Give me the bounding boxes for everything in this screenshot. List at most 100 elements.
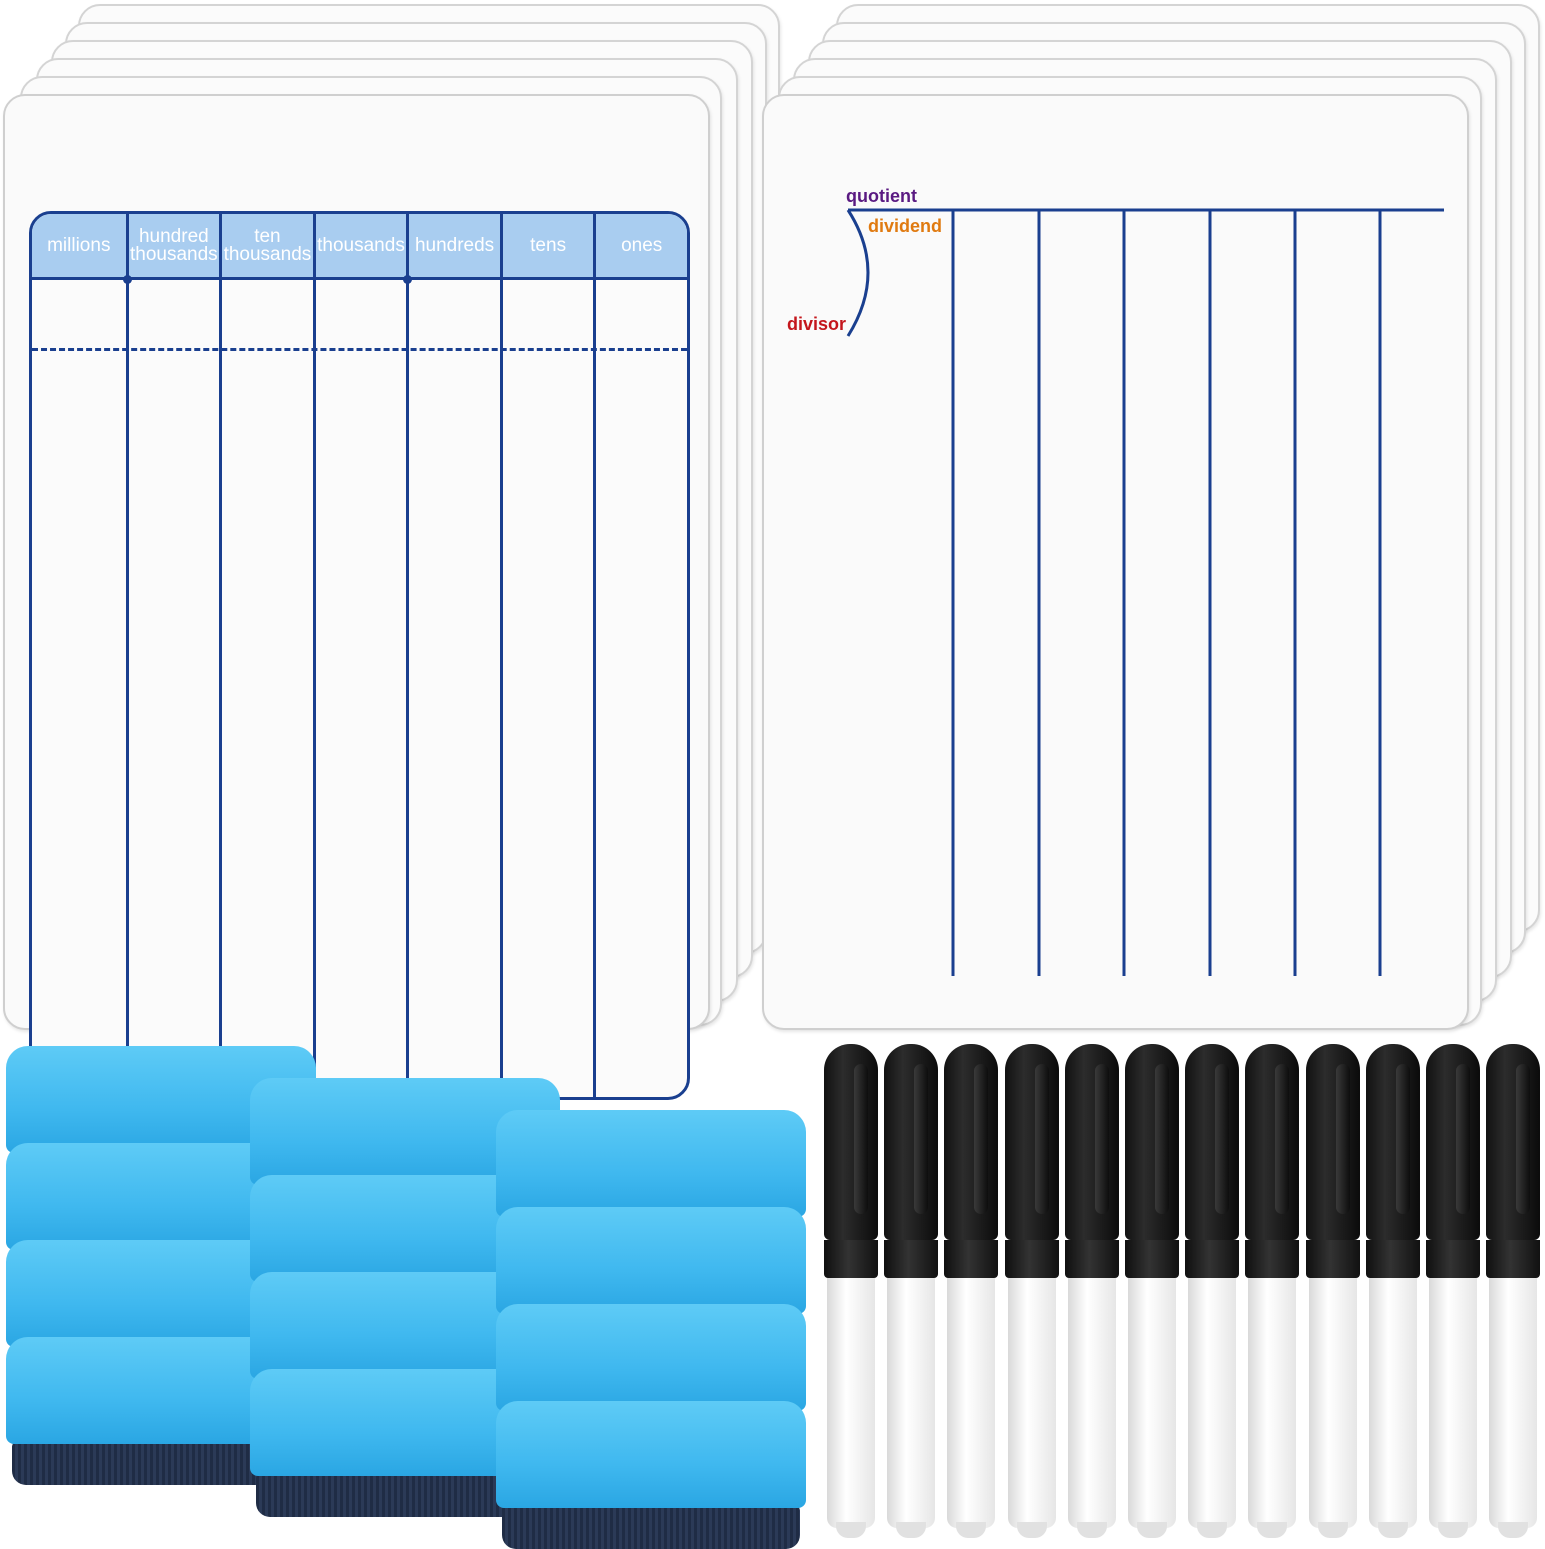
place-value-column-label: hundreds <box>414 234 495 256</box>
marker-cap <box>1306 1044 1360 1240</box>
marker-body <box>1369 1278 1417 1528</box>
place-value-period-dot <box>122 275 132 284</box>
dry-erase-marker <box>1125 1044 1179 1539</box>
marker-body <box>1248 1278 1296 1528</box>
dry-erase-marker <box>1426 1044 1480 1539</box>
marker-cap <box>1125 1044 1179 1240</box>
place-value-column: tens <box>499 214 594 1097</box>
marker-clip <box>1336 1064 1350 1214</box>
marker-cap <box>824 1044 878 1240</box>
marker-cap <box>1005 1044 1059 1240</box>
marker-body <box>1489 1278 1537 1528</box>
dry-erase-marker <box>824 1044 878 1539</box>
marker-cap <box>1426 1044 1480 1240</box>
marker-end <box>896 1522 926 1538</box>
marker-body <box>1188 1278 1236 1528</box>
marker-clip <box>1275 1064 1289 1214</box>
marker-cap <box>1486 1044 1540 1240</box>
marker-end <box>1137 1522 1167 1538</box>
marker-body <box>947 1278 995 1528</box>
place-value-column-label: ones <box>621 234 663 256</box>
place-value-column-label: tens <box>530 234 567 256</box>
marker-body <box>1068 1278 1116 1528</box>
marker-ring <box>1185 1240 1239 1278</box>
place-value-header <box>32 214 687 280</box>
marker-clip <box>1516 1064 1530 1214</box>
place-value-column-label: ten thousands <box>223 225 312 265</box>
dry-erase-marker <box>944 1044 998 1539</box>
place-value-column: thousands <box>312 214 407 1097</box>
marker-body <box>1309 1278 1357 1528</box>
marker-ring <box>884 1240 938 1278</box>
marker-body <box>1128 1278 1176 1528</box>
marker-end <box>836 1522 866 1538</box>
marker-ring <box>1366 1240 1420 1278</box>
marker-clip <box>1095 1064 1109 1214</box>
marker-clip <box>1035 1064 1049 1214</box>
dry-erase-marker <box>1185 1044 1239 1539</box>
marker-end <box>1498 1522 1528 1538</box>
marker-clip <box>974 1064 988 1214</box>
place-value-column: hundreds <box>406 214 500 1097</box>
division-board: quotient dividend divisor <box>762 94 1469 1030</box>
marker-end <box>1017 1522 1047 1538</box>
marker-end <box>1257 1522 1287 1538</box>
place-value-column: millions <box>32 214 126 1097</box>
dry-erase-marker <box>1306 1044 1360 1539</box>
dry-erase-marker <box>1366 1044 1420 1539</box>
eraser-foam <box>496 1207 806 1314</box>
marker-end <box>1077 1522 1107 1538</box>
eraser <box>496 1401 806 1549</box>
marker-end <box>956 1522 986 1538</box>
marker-ring <box>1245 1240 1299 1278</box>
marker-ring <box>944 1240 998 1278</box>
marker-ring <box>1005 1240 1059 1278</box>
division-bracket-curve <box>846 209 870 337</box>
eraser-foam <box>496 1401 806 1508</box>
marker-ring <box>1486 1240 1540 1278</box>
marker-clip <box>914 1064 928 1214</box>
divisor-label: divisor <box>787 314 847 334</box>
dry-erase-marker <box>1245 1044 1299 1539</box>
marker-body <box>1429 1278 1477 1528</box>
marker-ring <box>1306 1240 1360 1278</box>
marker-cap <box>1245 1044 1299 1240</box>
place-value-column-label: hundred thousands <box>130 225 218 265</box>
eraser-felt <box>502 1504 800 1549</box>
marker-body <box>887 1278 935 1528</box>
place-value-column: ten thousands <box>219 214 313 1097</box>
dry-erase-marker <box>1005 1044 1059 1539</box>
marker-end <box>1318 1522 1348 1538</box>
marker-clip <box>1456 1064 1470 1214</box>
marker-clip <box>1396 1064 1410 1214</box>
marker-cap <box>1366 1044 1420 1240</box>
place-value-column-label: millions <box>47 234 111 256</box>
place-value-dashed-line <box>32 348 687 351</box>
marker-cap <box>1065 1044 1119 1240</box>
eraser-foam <box>496 1304 806 1411</box>
marker-end <box>1378 1522 1408 1538</box>
place-value-period-dot <box>403 275 413 284</box>
marker-ring <box>1125 1240 1179 1278</box>
dry-erase-marker <box>1065 1044 1119 1539</box>
marker-end <box>1197 1522 1227 1538</box>
marker-body <box>1008 1278 1056 1528</box>
marker-body <box>827 1278 875 1528</box>
marker-cap <box>944 1044 998 1240</box>
marker-clip <box>1155 1064 1169 1214</box>
marker-clip <box>1215 1064 1229 1214</box>
marker-end <box>1438 1522 1468 1538</box>
marker-cap <box>884 1044 938 1240</box>
eraser-foam <box>496 1110 806 1217</box>
quotient-label: quotient <box>846 186 917 206</box>
marker-ring <box>824 1240 878 1278</box>
dry-erase-marker <box>884 1044 938 1539</box>
dry-erase-marker <box>1486 1044 1540 1539</box>
dividend-label: dividend <box>868 216 943 236</box>
marker-cap <box>1185 1044 1239 1240</box>
place-value-column: hundred thousands <box>125 214 220 1097</box>
long-division-bracket <box>846 208 1444 976</box>
